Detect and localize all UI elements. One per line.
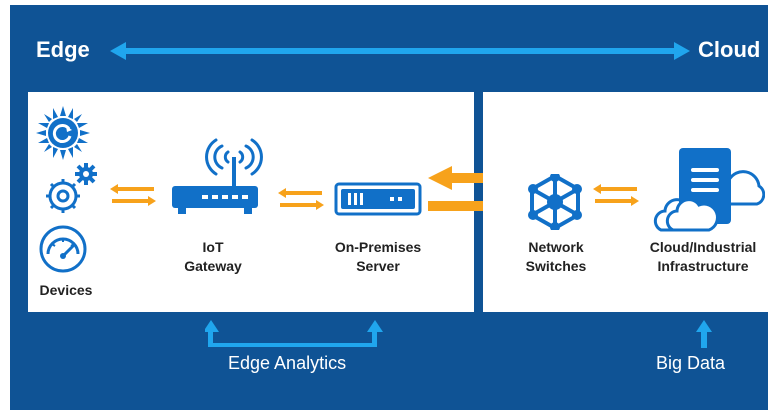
cloud-infrastructure-icon [653, 148, 765, 232]
router-icon [172, 138, 263, 214]
iot-gateway-label: IoT Gateway [184, 239, 242, 274]
network-switch-icon [528, 174, 582, 230]
big-data-arrow [696, 320, 712, 348]
gears-icon [46, 163, 97, 213]
edge-analytics-bracket [205, 320, 383, 347]
big-data-label: Big Data [656, 353, 726, 373]
switches-label: Network Switches [525, 239, 587, 274]
switches-cloud-arrows [593, 184, 639, 206]
server-label: On-Premises Server [334, 239, 422, 274]
sun-sensor-icon [36, 106, 90, 160]
edge-cloud-range-arrow [110, 42, 690, 60]
cloud-panel: Network Switches Cloud/Industrial Infras… [483, 92, 768, 312]
diagram-frame: Edge Cloud [10, 5, 768, 410]
cloud-label: Cloud [698, 37, 761, 62]
edge-panel: Devices IoT Gateway [28, 92, 474, 312]
edge-analytics-label: Edge Analytics [228, 353, 347, 373]
devices-label: Devices [39, 282, 93, 298]
server-icon [334, 182, 422, 216]
cloud-infrastructure-label: Cloud/Industrial Infrastructure [649, 239, 757, 274]
gateway-server-arrows [278, 188, 324, 210]
edge-label: Edge [36, 37, 90, 62]
devices-gateway-arrows [110, 184, 156, 206]
gauge-icon [39, 225, 87, 273]
